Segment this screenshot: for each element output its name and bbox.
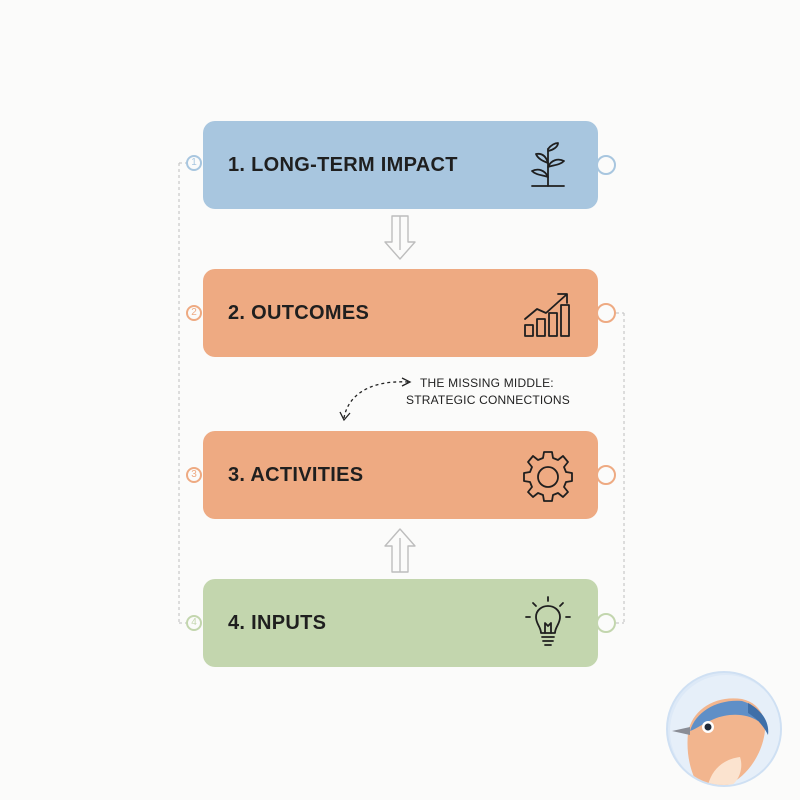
down-arrow-icon bbox=[384, 215, 416, 260]
missing-middle-annotation: THE MISSING MIDDLE: STRATEGIC CONNECTION… bbox=[406, 375, 570, 409]
box-label-activities: 3. ACTIVITIES bbox=[228, 463, 364, 486]
box-activities: 3. ACTIVITIES bbox=[203, 431, 598, 519]
number-badge-4: 4 bbox=[186, 615, 202, 631]
box-label-long-term-impact: 1. LONG-TERM IMPACT bbox=[228, 153, 458, 176]
lightbulb-icon bbox=[525, 596, 571, 646]
box-outcomes: 2. OUTCOMES bbox=[203, 269, 598, 357]
connector-port-3 bbox=[596, 465, 616, 485]
annotation-line-1: THE MISSING MIDDLE: bbox=[420, 376, 554, 390]
plant-icon bbox=[531, 142, 565, 187]
number-badge-1: 1 bbox=[186, 155, 202, 171]
box-label-inputs: 4. INPUTS bbox=[228, 611, 327, 634]
bird-avatar-icon[interactable] bbox=[666, 671, 782, 787]
annotation-line-2: STRATEGIC CONNECTIONS bbox=[406, 393, 570, 407]
connector-port-1 bbox=[596, 155, 616, 175]
box-label-outcomes: 2. OUTCOMES bbox=[228, 301, 370, 324]
number-badge-3: 3 bbox=[186, 467, 202, 483]
growth-chart-icon bbox=[524, 293, 570, 337]
gear-icon bbox=[523, 451, 573, 502]
curved-double-arrow-icon bbox=[339, 377, 412, 422]
up-arrow-icon bbox=[384, 528, 416, 573]
number-badge-2: 2 bbox=[186, 305, 202, 321]
box-long-term-impact: 1. LONG-TERM IMPACT bbox=[203, 121, 598, 209]
bird-illustration bbox=[670, 675, 780, 785]
connector-port-2 bbox=[596, 303, 616, 323]
box-inputs: 4. INPUTS bbox=[203, 579, 598, 667]
connector-port-4 bbox=[596, 613, 616, 633]
